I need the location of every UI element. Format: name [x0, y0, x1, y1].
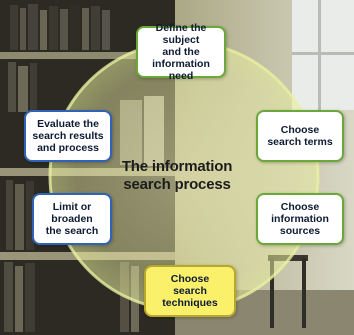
step-line: search results	[32, 130, 104, 142]
step-line: techniques	[162, 297, 218, 309]
step-evaluate-results: Evaluate the search results and process	[24, 110, 112, 162]
step-line: Choose	[280, 201, 320, 213]
step-choose-search-terms: Choose search terms	[256, 110, 344, 162]
step-choose-search-techniques: Choose search techniques	[144, 265, 236, 317]
step-choose-information-sources: Choose information sources	[256, 193, 344, 245]
step-line: sources	[279, 225, 321, 237]
step-line: and the	[162, 46, 200, 58]
step-limit-or-broaden: Limit or broaden the search	[32, 193, 112, 245]
step-line: Limit or	[52, 201, 92, 213]
step-line: Evaluate the	[37, 118, 99, 130]
diagram-title: The information search process	[104, 158, 250, 194]
step-line: Choose	[280, 124, 320, 136]
step-line: information need	[152, 58, 210, 82]
step-line: Define the subject	[155, 22, 207, 46]
diagram-title-line2: search process	[123, 176, 231, 193]
step-line: search terms	[267, 136, 333, 148]
step-line: Choose	[170, 273, 210, 285]
step-line: the search	[45, 225, 99, 237]
step-line: and process	[37, 142, 99, 154]
process-circle	[50, 42, 318, 310]
step-line: search	[173, 285, 207, 297]
diagram-title-line1: The information	[121, 158, 233, 175]
step-line: information	[271, 213, 329, 225]
step-define-subject: Define the subject and the information n…	[136, 22, 226, 82]
step-line: broaden	[51, 213, 93, 225]
